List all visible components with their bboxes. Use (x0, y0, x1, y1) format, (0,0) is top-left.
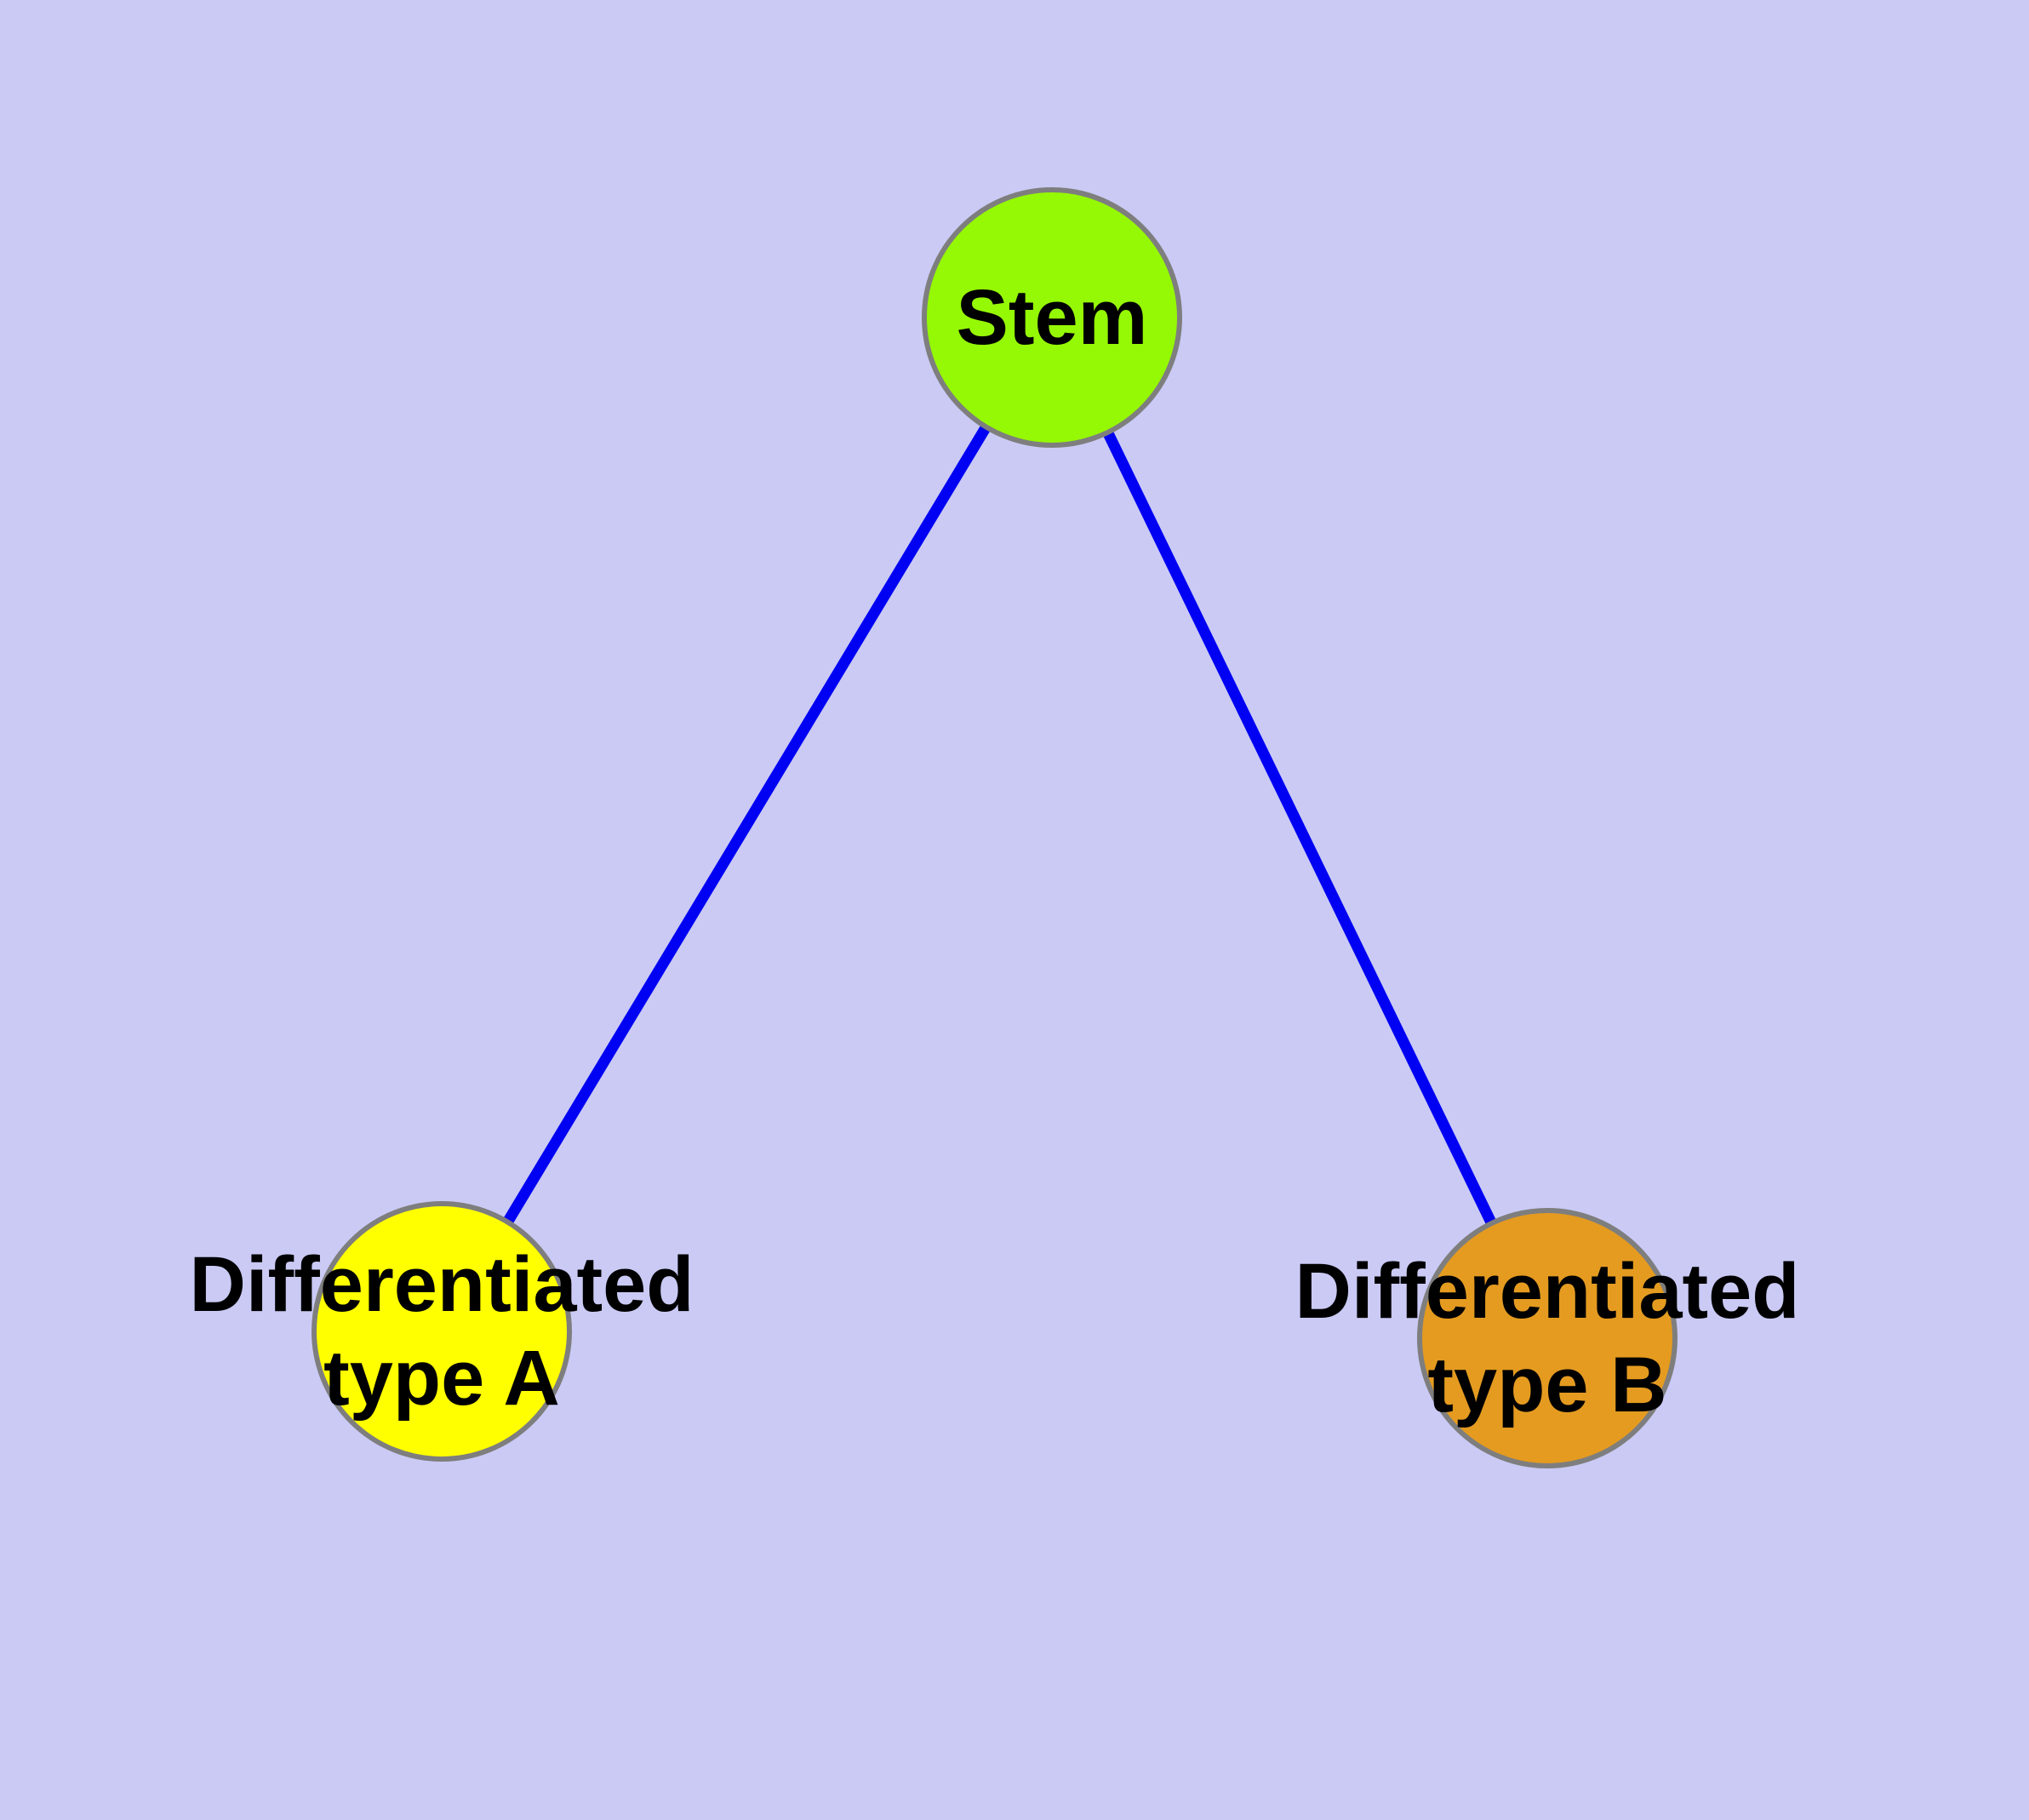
edge-stem-to-differentiated-type-b (1047, 315, 1552, 1341)
node-differentiated-type-a (311, 1201, 572, 1462)
edge-stem-to-differentiated-type-a (437, 314, 1057, 1335)
node-stem (922, 187, 1182, 448)
node-differentiated-type-b (1417, 1208, 1677, 1468)
